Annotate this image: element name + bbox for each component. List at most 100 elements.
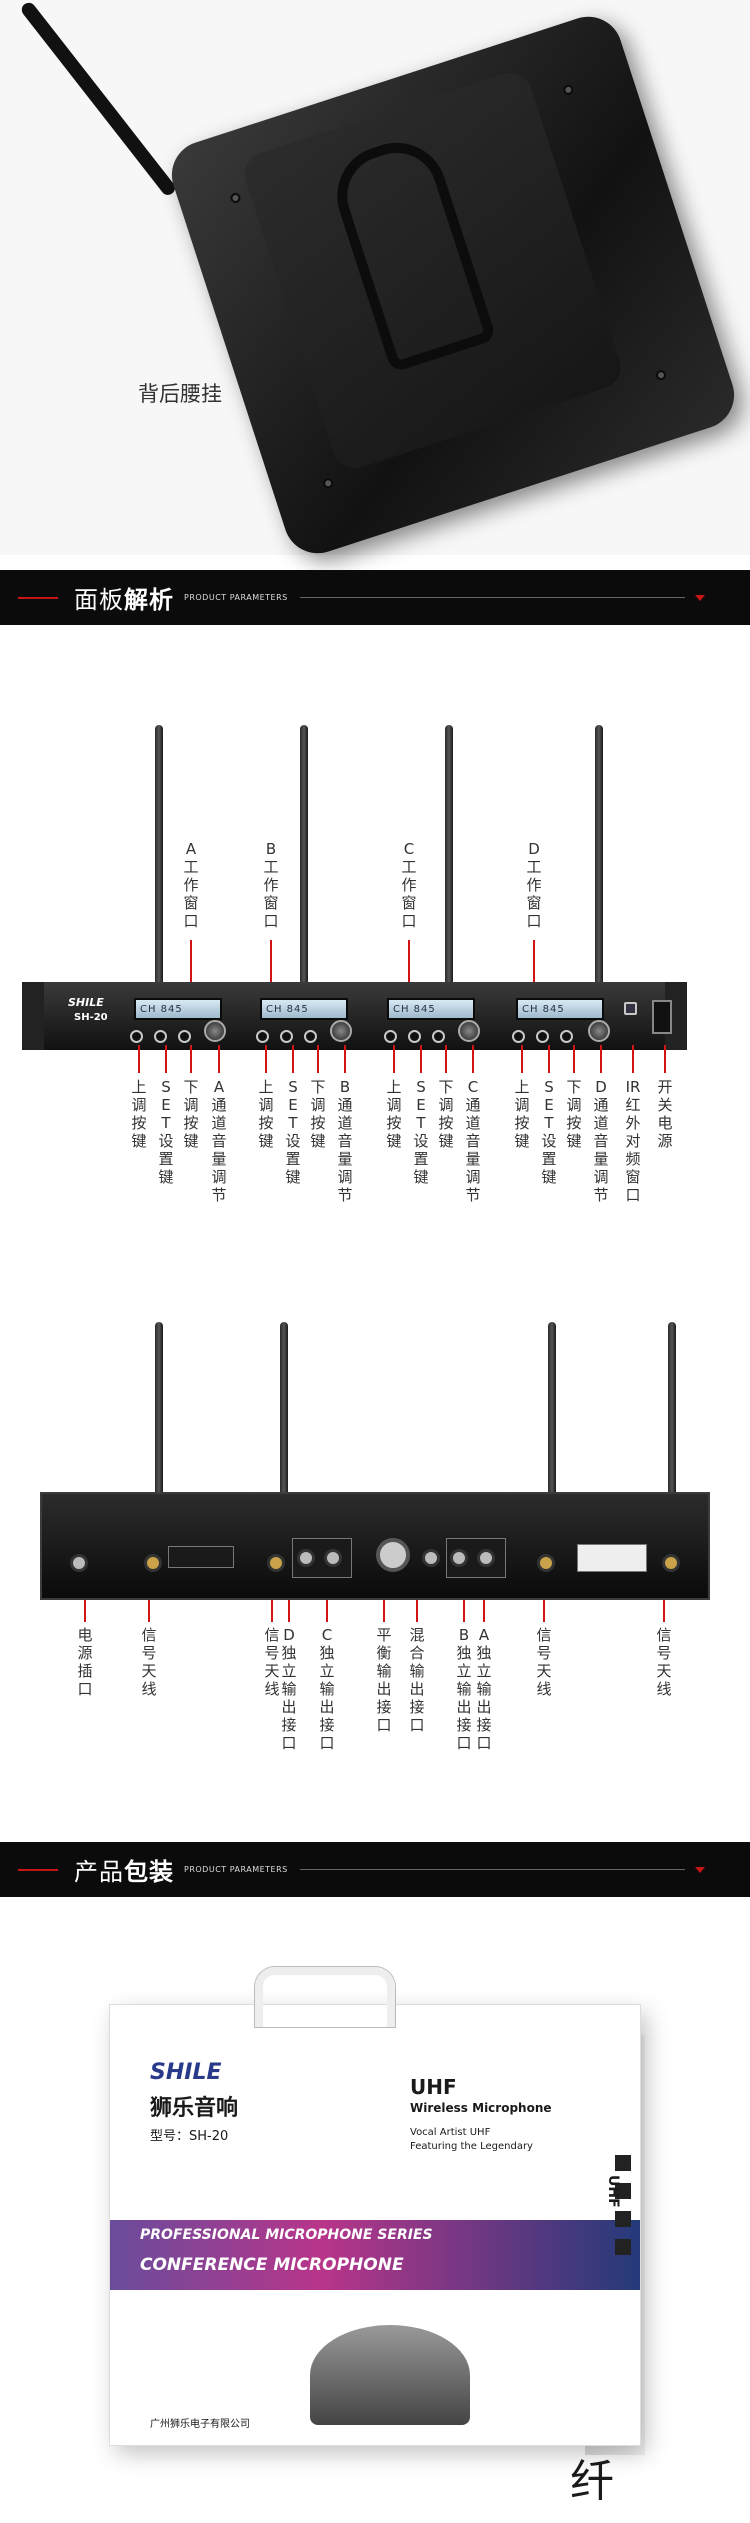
pointer-line — [383, 1600, 385, 1622]
antenna — [548, 1322, 556, 1502]
package-section: SHILE 狮乐音响 型号：SH-20 UHF Wireless Microph… — [0, 1905, 750, 2523]
volume-knob-b[interactable] — [330, 1020, 352, 1042]
box-band — [110, 2220, 640, 2290]
antenna-port[interactable] — [662, 1554, 680, 1572]
front-label: IR红外对频窗口 — [625, 1078, 641, 1204]
box-tag1: Vocal Artist UHF — [410, 2127, 491, 2138]
front-label: 上调按键 — [258, 1078, 274, 1150]
pointer-line — [420, 1045, 422, 1073]
power-jack[interactable] — [70, 1554, 88, 1572]
belt-clip-label: 背后腰挂 — [138, 382, 222, 406]
volume-knob-a[interactable] — [204, 1020, 226, 1042]
header-accent — [18, 1868, 58, 1871]
box-wireless: Wireless Microphone — [410, 2101, 552, 2115]
pointer-line — [463, 1600, 465, 1622]
pointer-line — [165, 1045, 167, 1073]
box-company: 广州狮乐电子有限公司 — [150, 2419, 250, 2430]
front-label: 上调按键 — [514, 1078, 530, 1150]
package-box: SHILE 狮乐音响 型号：SH-20 UHF Wireless Microph… — [110, 2005, 640, 2445]
antenna — [668, 1322, 676, 1502]
pointer-line — [292, 1045, 294, 1073]
front-label: SET设置键 — [541, 1078, 557, 1186]
set-button[interactable] — [154, 1030, 167, 1043]
bodypack-cable — [18, 0, 178, 198]
up-button[interactable] — [512, 1030, 525, 1043]
front-label: A通道音量调节 — [211, 1078, 227, 1204]
box-conference: CONFERENCE MICROPHONE — [140, 2255, 404, 2275]
up-button[interactable] — [256, 1030, 269, 1043]
rear-label: 信号天线 — [141, 1626, 157, 1698]
front-label: B通道音量调节 — [337, 1078, 353, 1204]
pointer-line — [632, 1045, 634, 1073]
b-output-jack[interactable] — [450, 1549, 468, 1567]
rear-label: 信号天线 — [264, 1626, 280, 1698]
watermark: 纤 — [570, 2456, 618, 2507]
pointer-line — [483, 1600, 485, 1622]
caution-sticker — [577, 1544, 647, 1572]
pointer-line — [138, 1045, 140, 1073]
lcd-b: CH 845 — [260, 998, 348, 1020]
c-output-jack[interactable] — [324, 1549, 342, 1567]
box-handle — [255, 1967, 395, 2027]
antenna-port[interactable] — [537, 1554, 555, 1572]
box-feature-icons — [615, 2155, 631, 2267]
up-button[interactable] — [384, 1030, 397, 1043]
antenna-port[interactable] — [144, 1554, 162, 1572]
down-button[interactable] — [432, 1030, 445, 1043]
header-subtitle: PRODUCT PARAMETERS — [184, 593, 288, 602]
ir-window — [624, 1002, 637, 1015]
set-button[interactable] — [408, 1030, 421, 1043]
d-output-jack[interactable] — [297, 1549, 315, 1567]
rear-label: C独立输出接口 — [319, 1626, 335, 1752]
power-switch[interactable] — [652, 1000, 672, 1034]
receiver-front: SHILE SH-20 CH 845 CH 845 CH 845 CH 845 — [22, 982, 687, 1050]
pointer-line — [445, 1045, 447, 1073]
pointer-line — [218, 1045, 220, 1073]
pointer-line — [548, 1045, 550, 1073]
up-button[interactable] — [130, 1030, 143, 1043]
pointer-line — [408, 940, 410, 998]
box-series: PROFESSIONAL MICROPHONE SERIES — [140, 2227, 433, 2243]
antenna — [445, 725, 453, 985]
volume-knob-c[interactable] — [458, 1020, 480, 1042]
frequency-sticker — [168, 1546, 234, 1568]
model-label: SH-20 — [74, 1012, 108, 1023]
a-output-jack[interactable] — [477, 1549, 495, 1567]
down-button[interactable] — [304, 1030, 317, 1043]
pointer-line — [84, 1600, 86, 1622]
window-label-c: C工作窗口 — [401, 840, 417, 930]
box-tag2: Featuring the Legendary — [410, 2141, 533, 2152]
window-label-a: A工作窗口 — [183, 840, 199, 930]
microphone-image — [310, 2325, 470, 2425]
set-button[interactable] — [280, 1030, 293, 1043]
mix-output-jack[interactable] — [422, 1549, 440, 1567]
pointer-line — [664, 1045, 666, 1073]
section-header-package: 产品包装 PRODUCT PARAMETERS — [0, 1842, 750, 1897]
pointer-line — [416, 1600, 418, 1622]
balanced-output[interactable] — [376, 1538, 410, 1572]
front-label: 下调按键 — [438, 1078, 454, 1150]
antenna — [300, 725, 308, 985]
header-divider — [299, 1869, 685, 1870]
header-marker-icon — [695, 1866, 705, 1873]
pointer-line — [270, 940, 272, 998]
down-button[interactable] — [178, 1030, 191, 1043]
pointer-line — [317, 1045, 319, 1073]
front-label: SET设置键 — [413, 1078, 429, 1186]
pointer-line — [393, 1045, 395, 1073]
front-label: D通道音量调节 — [593, 1078, 609, 1204]
pointer-line — [543, 1600, 545, 1622]
pointer-line — [533, 940, 535, 998]
pointer-line — [271, 1600, 273, 1622]
rear-label: 混合输出接口 — [409, 1626, 425, 1734]
volume-knob-d[interactable] — [588, 1020, 610, 1042]
antenna-port[interactable] — [267, 1554, 285, 1572]
front-label: SET设置键 — [158, 1078, 174, 1186]
window-label-d: D工作窗口 — [526, 840, 542, 930]
down-button[interactable] — [560, 1030, 573, 1043]
rear-label: D独立输出接口 — [281, 1626, 297, 1752]
header-subtitle: PRODUCT PARAMETERS — [184, 1865, 288, 1874]
box-side-uhf: UHF — [605, 2175, 621, 2208]
set-button[interactable] — [536, 1030, 549, 1043]
